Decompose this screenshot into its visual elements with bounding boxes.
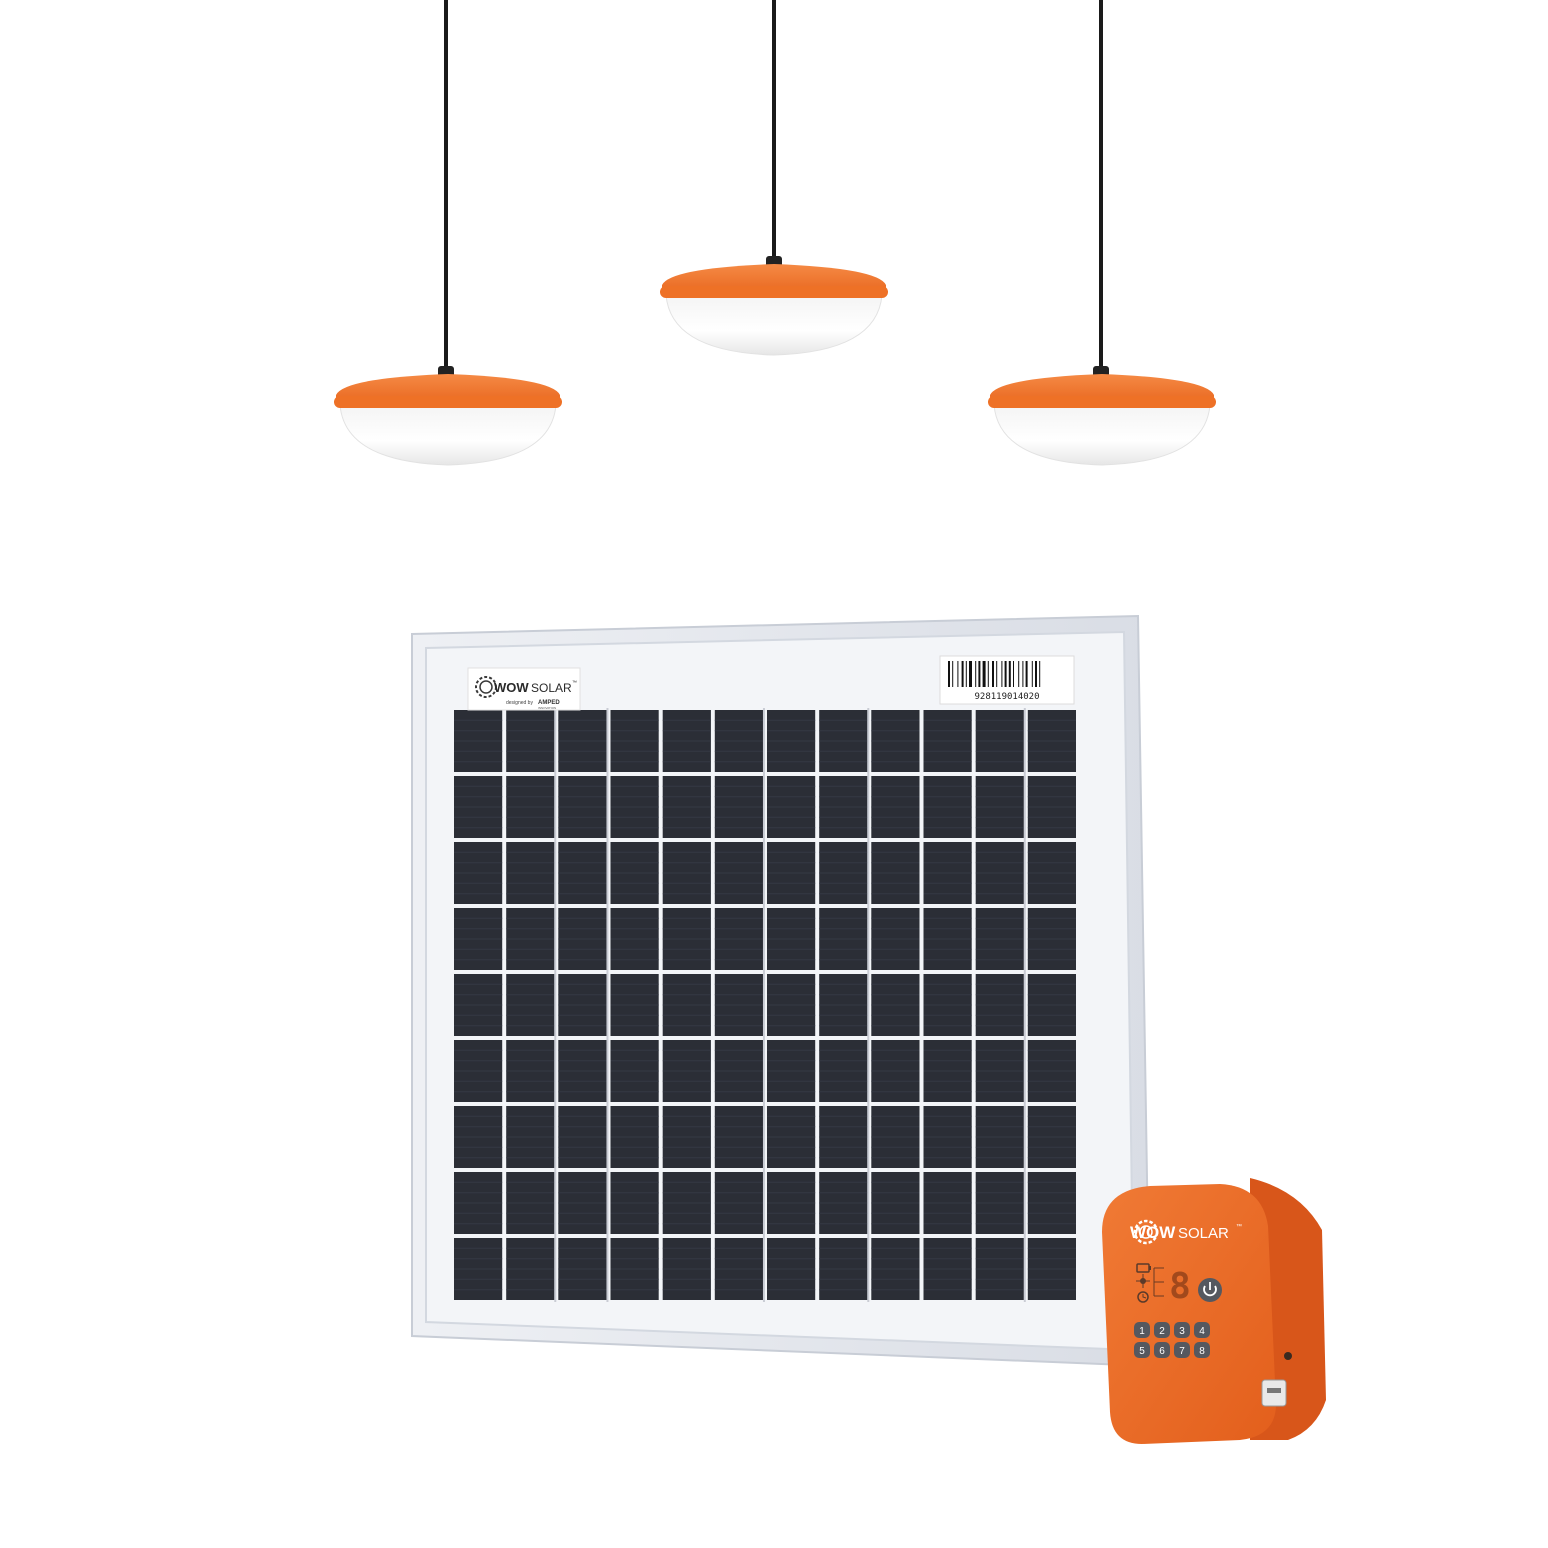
lamp-diffuser [665,294,883,356]
segment-display: 8 [1153,1266,1191,1307]
lamp-diffuser [339,404,557,466]
panel-barcode-label: 928119014020 [939,655,1075,705]
panel-cell-grid [454,708,1076,1302]
power-icon [1203,1282,1217,1297]
panel-designed-by: designed by [506,700,533,706]
barcode-number: 928119014020 [974,692,1039,702]
panel-brand-label: WOW SOLAR ™ designed by AMPED INNOVATION [467,667,581,711]
lamp-diffuser [993,404,1211,466]
controller-brand-solar: SOLAR [1178,1225,1229,1242]
keypad-button-8[interactable]: 8 [1194,1342,1210,1358]
keypad-button-1[interactable]: 1 [1134,1322,1150,1338]
panel-maker: AMPED [538,700,560,706]
keypad-label: 5 [1139,1346,1145,1357]
keypad-label: 4 [1199,1326,1205,1337]
keypad-button-7[interactable]: 7 [1174,1342,1190,1358]
keypad-button-6[interactable]: 6 [1154,1342,1170,1358]
controller-brand-wow: WOW [1130,1223,1176,1242]
controller-brand-trademark: ™ [1236,1223,1242,1230]
hanging-lamp-right [988,0,1216,466]
controller-logo: WOW SOLAR ™ [1130,1219,1242,1245]
solar-panel: WOW SOLAR ™ designed by AMPED INNOVATION… [411,614,1152,1368]
display-digit: 8 [1169,1266,1191,1307]
keypad-label: 1 [1139,1326,1145,1337]
sun-icon [1136,1274,1150,1288]
battery-icon [1136,1263,1151,1273]
keypad-button-3[interactable]: 3 [1174,1322,1190,1338]
clock-icon [1137,1291,1149,1303]
keypad-button-5[interactable]: 5 [1134,1342,1150,1358]
power-button[interactable] [1198,1278,1222,1302]
keypad-label: 3 [1179,1326,1185,1337]
barcode [948,661,1041,687]
keypad-label: 8 [1199,1346,1205,1357]
keypad-label: 2 [1159,1326,1165,1337]
panel-brand-wow: WOW [494,680,529,695]
controller-body [1102,1184,1276,1444]
keypad-button-4[interactable]: 4 [1194,1322,1210,1338]
hanging-lamp-left [334,0,562,466]
sun-gear-icon [475,676,497,698]
keypad-label: 7 [1179,1346,1185,1357]
controller-unit: WOW SOLAR ™ 8 [1102,1178,1326,1444]
hanging-lamp-center [660,0,888,356]
dc-port [1284,1352,1292,1360]
keypad-button-2[interactable]: 2 [1154,1322,1170,1338]
panel-brand-solar: SOLAR [531,681,572,695]
controller-keypad: 1 2 3 4 5 6 7 8 [1134,1322,1210,1358]
panel-brand-trademark: ™ [572,680,577,686]
panel-maker-sub: INNOVATION [538,706,556,710]
sun-gear-icon [1133,1219,1159,1245]
keypad-label: 6 [1159,1346,1165,1357]
